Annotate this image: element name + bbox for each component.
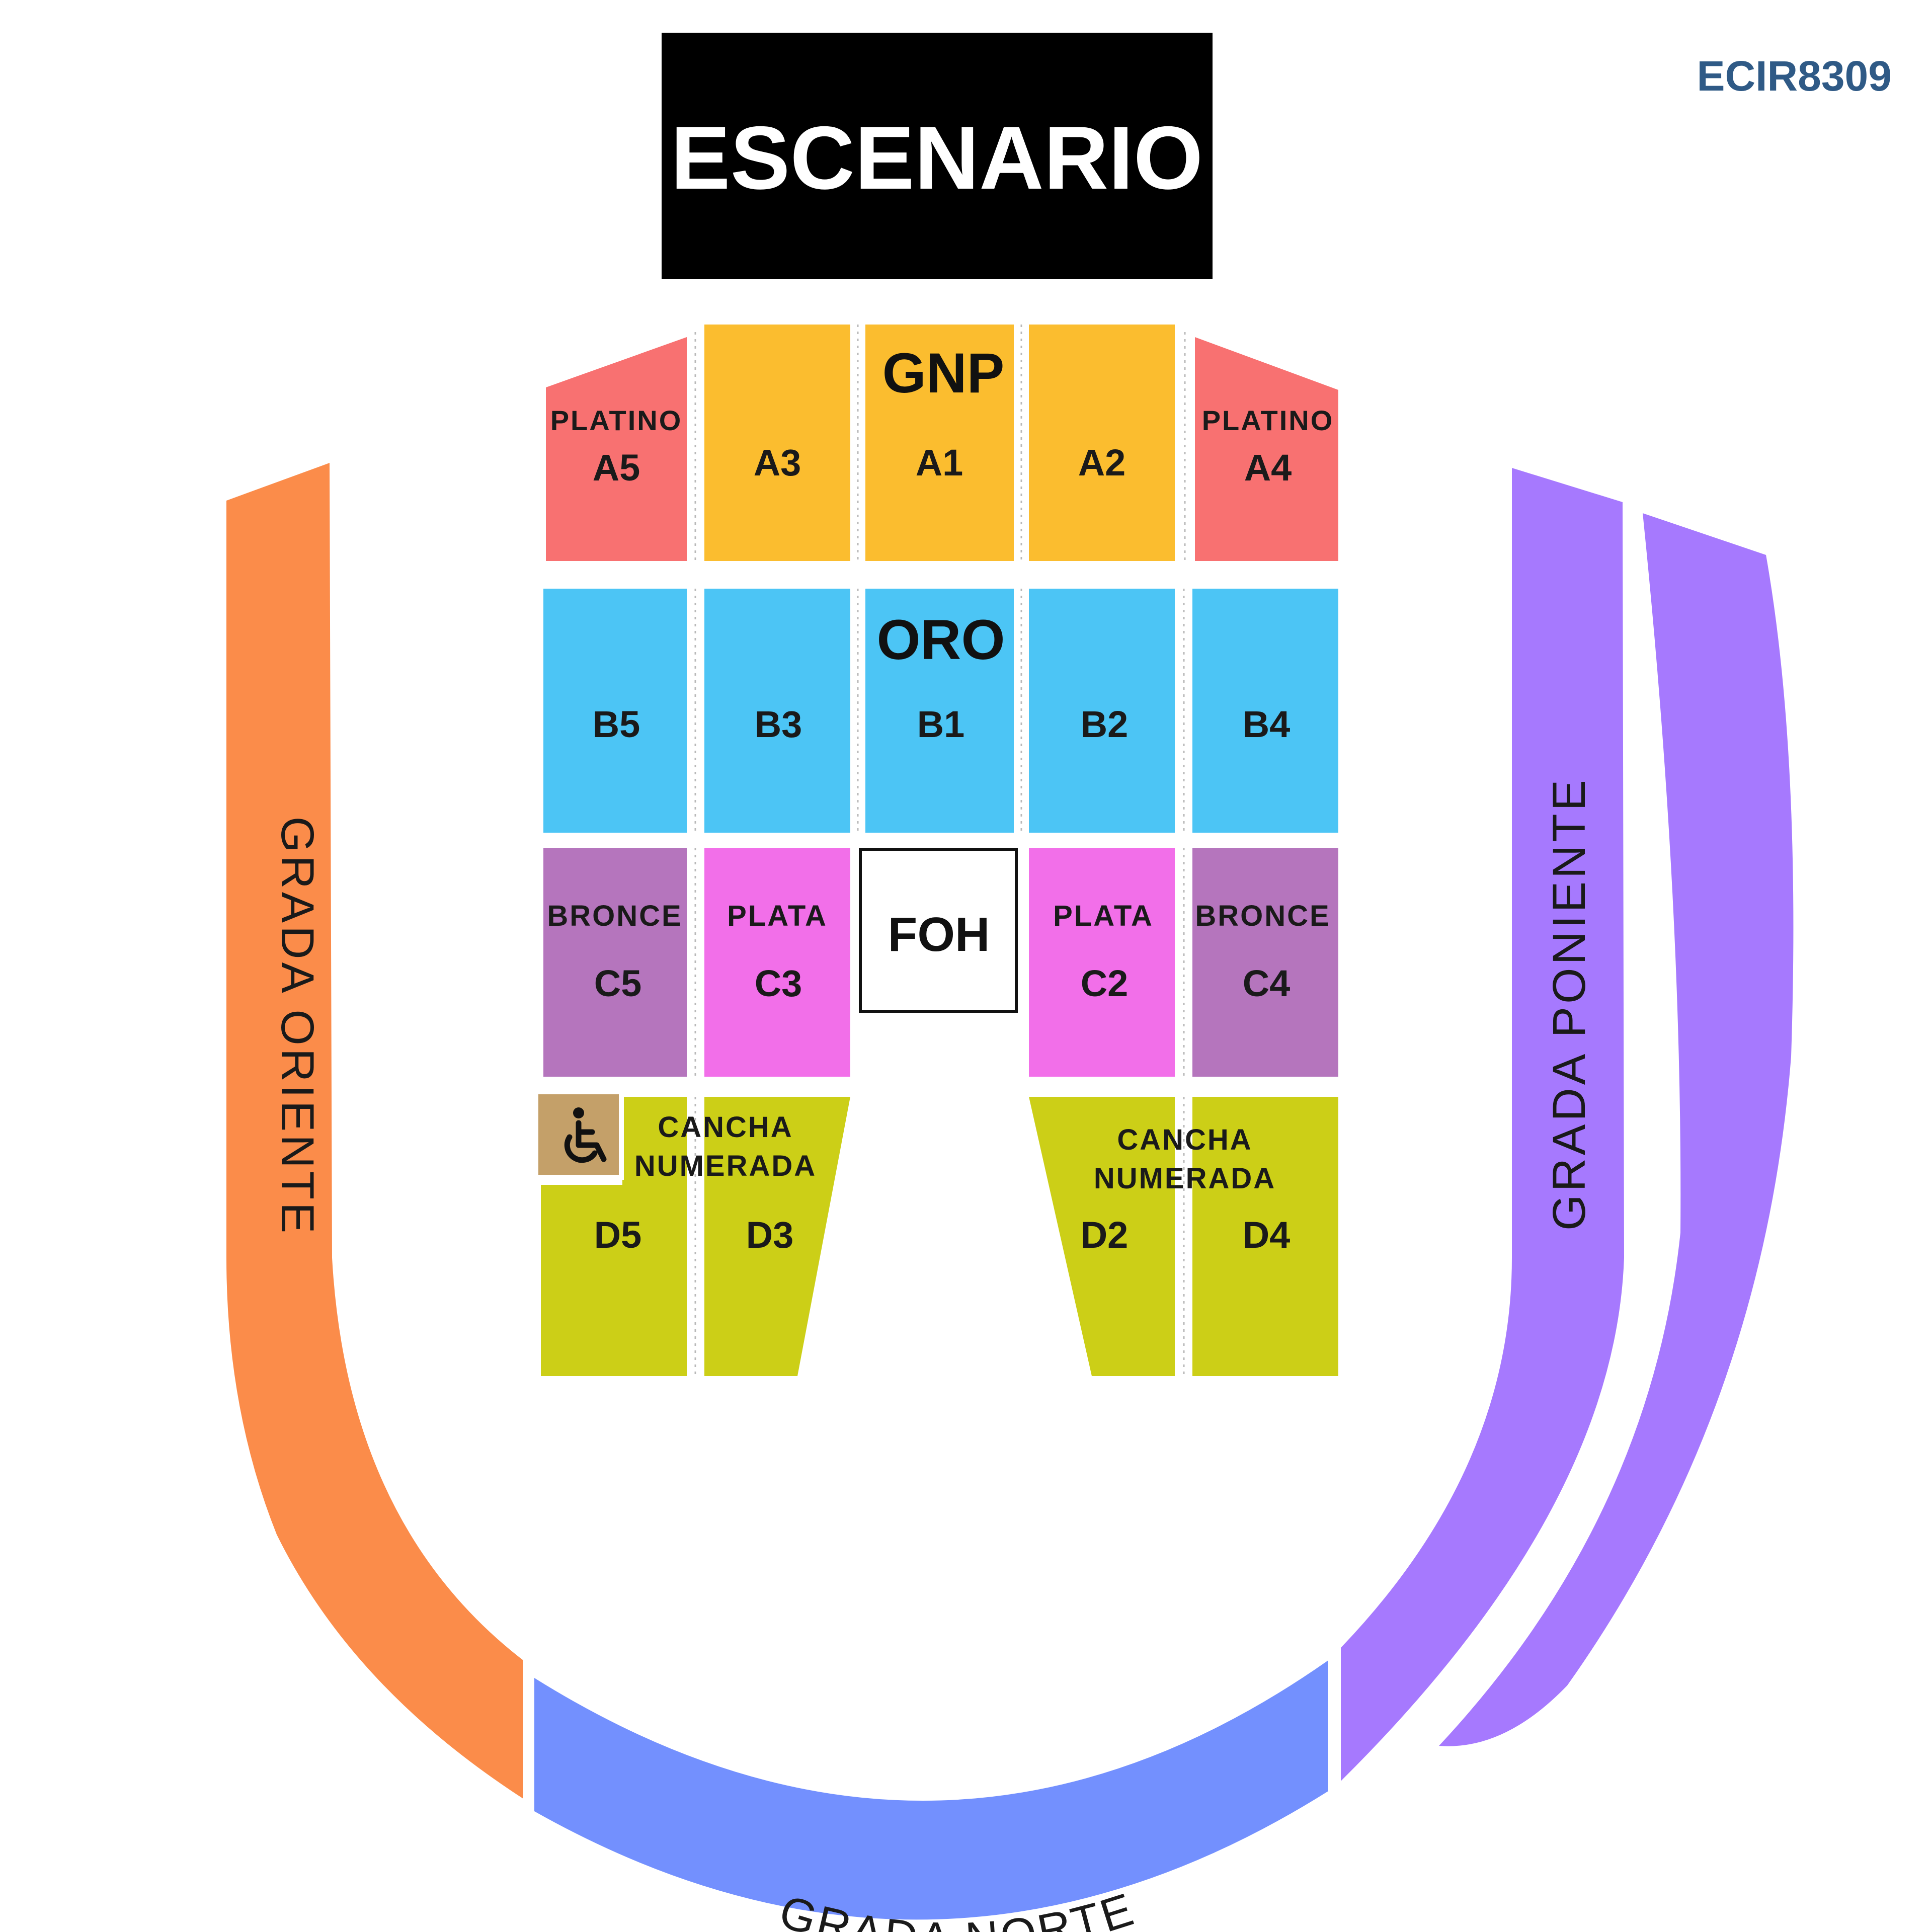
- platino-label-right: PLATINO: [1202, 405, 1334, 436]
- section-c2[interactable]: [1029, 848, 1175, 1077]
- grada-oriente-shape[interactable]: [226, 463, 523, 1799]
- section-label-d5: D5: [594, 1214, 642, 1256]
- section-label-a4: A4: [1244, 447, 1292, 489]
- section-b1[interactable]: [865, 589, 1014, 833]
- foh-box: [859, 848, 1018, 1013]
- section-b3[interactable]: [704, 589, 850, 833]
- oro-label: ORO: [876, 608, 1005, 671]
- section-a4[interactable]: [1195, 337, 1338, 561]
- section-a5[interactable]: [546, 337, 687, 561]
- grada-poniente[interactable]: GRADA PONIENTE: [1341, 468, 1794, 1781]
- grada-oriente-label: GRADA ORIENTE: [272, 817, 323, 1237]
- row-a: GNP PLATINO A5 A3 A1 A2 PLATINO A4: [546, 325, 1338, 561]
- cancha-label-right-line1: CANCHA: [1117, 1123, 1252, 1156]
- stage: ESCENARIO: [662, 33, 1213, 279]
- section-label-b3: B3: [755, 703, 802, 745]
- section-label-c2: C2: [1081, 962, 1129, 1004]
- bronce-label-right: BRONCE: [1195, 900, 1330, 932]
- section-b2[interactable]: [1029, 589, 1175, 833]
- section-label-a3: A3: [754, 442, 801, 484]
- stage-label: ESCENARIO: [671, 108, 1203, 208]
- grada-norte[interactable]: GRADA NORTE: [534, 1660, 1328, 1932]
- section-label-c4: C4: [1243, 962, 1291, 1004]
- grada-poniente-inner-shape[interactable]: [1341, 468, 1624, 1781]
- stage-block: [662, 33, 1213, 279]
- section-c4[interactable]: [1192, 848, 1338, 1077]
- section-d2[interactable]: [1029, 1097, 1175, 1376]
- row-b: ORO B5 B3 B1 B2 B4: [543, 589, 1338, 833]
- wheelchair-icon: [564, 1107, 607, 1163]
- section-label-b5: B5: [593, 703, 640, 745]
- grada-norte-shape[interactable]: [534, 1660, 1328, 1920]
- foh: FOH: [859, 848, 1018, 1013]
- cancha-label-left-line2: NUMERADA: [634, 1150, 817, 1182]
- section-label-b4: B4: [1243, 703, 1291, 745]
- section-a2[interactable]: [1029, 325, 1175, 561]
- map-code: ECIR8309: [1697, 52, 1892, 100]
- accessible-seating[interactable]: [533, 1089, 624, 1180]
- row-c: FOH BRONCE C5 PLATA C3 PLATA C2 BRONCE C…: [543, 848, 1338, 1077]
- bronce-label-left: BRONCE: [547, 900, 682, 932]
- section-a1[interactable]: [865, 325, 1014, 561]
- section-b4[interactable]: [1192, 589, 1338, 833]
- plata-label-left: PLATA: [727, 900, 828, 932]
- grada-poniente-outer-shape[interactable]: [1439, 513, 1794, 1746]
- section-label-a2: A2: [1078, 442, 1126, 484]
- section-label-d4: D4: [1243, 1214, 1291, 1256]
- section-d4[interactable]: [1192, 1097, 1338, 1376]
- foh-label: FOH: [888, 908, 990, 961]
- section-label-b2: B2: [1081, 703, 1129, 745]
- platino-label-left: PLATINO: [550, 405, 683, 436]
- cancha-label-right-line2: NUMERADA: [1094, 1162, 1276, 1195]
- section-label-a1: A1: [916, 442, 963, 484]
- section-b5[interactable]: [543, 589, 687, 833]
- section-label-d3: D3: [746, 1214, 794, 1256]
- section-label-c3: C3: [755, 962, 802, 1004]
- section-label-a5: A5: [593, 447, 640, 489]
- section-label-b1: B1: [917, 703, 965, 745]
- grada-poniente-label: GRADA PONIENTE: [1544, 777, 1595, 1231]
- section-d3[interactable]: [704, 1097, 850, 1376]
- section-c5[interactable]: [543, 848, 687, 1077]
- plata-label-right: PLATA: [1053, 900, 1154, 932]
- cancha-label-left-line1: CANCHA: [658, 1111, 793, 1144]
- section-c3[interactable]: [704, 848, 850, 1077]
- section-a3[interactable]: [704, 325, 850, 561]
- section-label-c5: C5: [594, 962, 642, 1004]
- grada-oriente[interactable]: GRADA ORIENTE: [226, 463, 523, 1799]
- row-d: CANCHA NUMERADA D5 D3 CANCHA NUMERADA D2…: [533, 1089, 1338, 1376]
- section-label-d2: D2: [1081, 1214, 1129, 1256]
- gnp-label: GNP: [882, 342, 1005, 405]
- section-d5[interactable]: [541, 1097, 687, 1376]
